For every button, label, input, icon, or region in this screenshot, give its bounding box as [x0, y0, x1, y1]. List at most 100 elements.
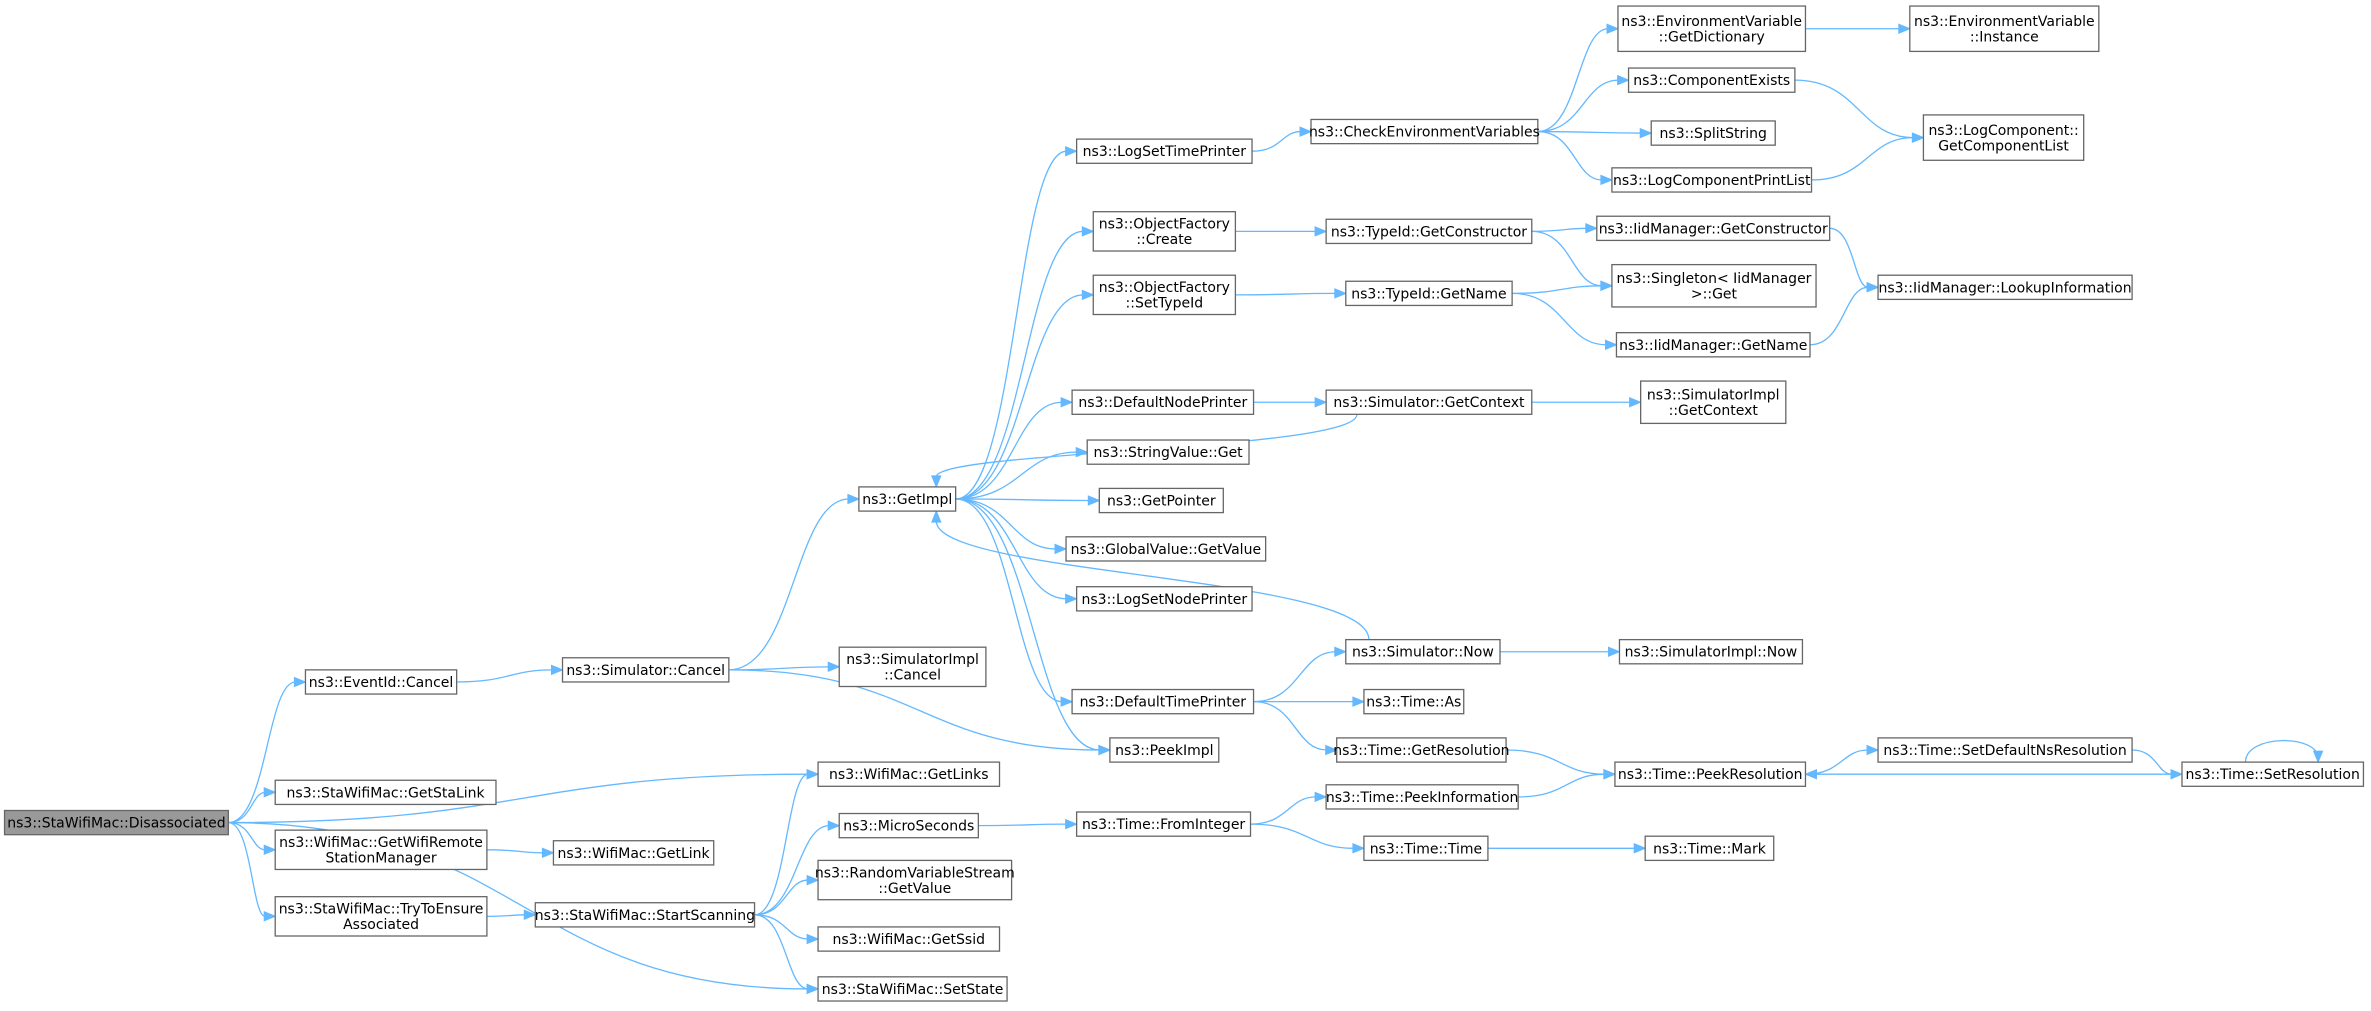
graph-node[interactable]: ns3::ObjectFactory::Create: [1092, 211, 1237, 252]
graph-node[interactable]: ns3::Time::SetResolution: [2181, 761, 2365, 787]
graph-edge-arrow: [1608, 646, 1621, 657]
graph-edge-arrow: [1065, 145, 1078, 157]
graph-edge-arrow: [806, 768, 820, 780]
graph-node[interactable]: ns3::SimulatorImpl::GetContext: [1639, 380, 1787, 425]
graph-edge-arrow: [1617, 74, 1630, 86]
graph-edge-arrow: [1600, 174, 1614, 186]
graph-node-box: [838, 646, 987, 688]
graph-edge: [754, 874, 820, 916]
graph-node[interactable]: ns3::WifiMac::GetSsid: [817, 926, 1001, 952]
graph-node-label: ns3::StaWifiMac::SetState: [822, 982, 1004, 998]
graph-edge-line: [228, 791, 266, 824]
graph-node[interactable]: ns3::LogComponentPrintList: [1611, 167, 1813, 193]
graph-edge-arrow: [931, 475, 942, 489]
graph-edge: [1537, 23, 1620, 133]
graph-edge-line: [955, 451, 1078, 500]
graph-edge-line: [728, 669, 1100, 751]
graph-node[interactable]: ns3::LogSetTimePrinter: [1075, 138, 1253, 164]
graph-node[interactable]: ns3::StaWifiMac::StartScanning: [534, 902, 756, 928]
graph-node[interactable]: ns3::Time::GetResolution: [1333, 737, 1510, 763]
graph-node[interactable]: ns3::GlobalValue::GetValue: [1065, 536, 1267, 562]
graph-node-label: ns3::Simulator::Now: [1352, 645, 1494, 661]
graph-node[interactable]: ns3::DefaultNodePrinter: [1071, 389, 1255, 415]
graph-node[interactable]: ns3::SimulatorImpl::Now: [1618, 638, 1804, 665]
graph-node[interactable]: ns3::IidManager::GetName: [1615, 332, 1811, 358]
graph-node[interactable]: ns3::Simulator::GetContext: [1325, 389, 1533, 415]
graph-node[interactable]: ns3::Time::FromInteger: [1075, 811, 1252, 837]
graph-edge-line: [1537, 130, 1642, 134]
graph-node[interactable]: ns3::MicroSeconds: [838, 812, 979, 839]
graph-edge-arrow: [263, 911, 277, 922]
graph-node[interactable]: ns3::IidManager::LookupInformation: [1877, 274, 2133, 301]
graph-node[interactable]: ns3::LogComponent::GetComponentList: [1922, 114, 2085, 161]
graph-node-box: [1611, 167, 1813, 193]
graph-node[interactable]: ns3::Time::PeekResolution: [1614, 761, 1807, 787]
graph-edge-line: [1829, 227, 1869, 288]
graph-node[interactable]: ns3::ComponentExists: [1627, 67, 1796, 93]
graph-edge-arrow: [1087, 495, 1101, 506]
graph-node-label: ns3::LogSetNodePrinter: [1082, 592, 1248, 608]
graph-node[interactable]: ns3::StaWifiMac::Disassociated: [3, 809, 229, 836]
graph-node[interactable]: ns3::Singleton< IidManager >::Get: [1611, 263, 1817, 308]
graph-edge-arrow: [806, 874, 820, 886]
graph-node-box: [1627, 67, 1796, 93]
graph-node[interactable]: ns3::Time::As: [1363, 688, 1465, 715]
graph-node[interactable]: ns3::WifiMac::GetWifiRemoteStationManage…: [274, 829, 488, 871]
graph-node[interactable]: ns3::GetPointer: [1098, 487, 1224, 514]
graph-node-box: [1639, 380, 1787, 425]
graph-node[interactable]: ns3::SplitString: [1650, 120, 1776, 146]
graph-node-label: ns3::ObjectFactory: [1099, 280, 1230, 296]
graph-node-box: [1345, 638, 1501, 665]
graph-node[interactable]: ns3::Time::SetDefaultNsResolution: [1877, 737, 2133, 763]
graph-node-box: [274, 896, 488, 937]
graph-node-box: [1336, 737, 1507, 763]
graph-node-box: [817, 859, 1013, 901]
graph-node[interactable]: ns3::Time::Mark: [1644, 835, 1775, 862]
graph-node[interactable]: ns3::Time::PeekInformation: [1325, 784, 1519, 810]
graph-node[interactable]: ns3::TypeId::GetName: [1345, 280, 1513, 307]
graph-edge-arrow: [1639, 127, 1653, 139]
graph-node[interactable]: ns3::IidManager::GetConstructor: [1596, 215, 1831, 242]
graph-node-box: [1075, 811, 1252, 837]
graph-edge-line: [1512, 285, 1602, 295]
graph-node[interactable]: ns3::TypeId::GetConstructor: [1325, 218, 1533, 245]
graph-node[interactable]: ns3::EnvironmentVariable::Instance: [1909, 5, 2100, 53]
graph-node[interactable]: ns3::Simulator::Now: [1345, 638, 1501, 665]
graph-node[interactable]: ns3::GetImpl: [858, 486, 957, 512]
graph-node[interactable]: ns3::Time::Time: [1363, 835, 1489, 862]
graph-node[interactable]: ns3::StaWifiMac::SetState: [817, 976, 1008, 1002]
graph-node[interactable]: ns3::WifiMac::GetLinks: [817, 761, 1001, 787]
graph-node[interactable]: ns3::DefaultTimePrinter: [1071, 688, 1255, 715]
graph-node[interactable]: ns3::SimulatorImpl::Cancel: [838, 646, 987, 688]
graph-edge-line: [1253, 700, 1327, 751]
graph-edge-line: [754, 773, 809, 916]
graph-node-label: ns3::StaWifiMac::Disassociated: [7, 816, 225, 832]
graph-node[interactable]: ns3::EventId::Cancel: [304, 669, 458, 695]
graph-edge-arrow: [1314, 791, 1328, 803]
graph-node[interactable]: ns3::Simulator::Cancel: [561, 657, 730, 683]
graph-node-box: [274, 779, 497, 806]
graph-node[interactable]: ns3::RandomVariableStream::GetValue: [815, 859, 1015, 901]
graph-node-box: [1596, 215, 1831, 242]
graph-edge-arrow: [1098, 744, 1112, 756]
graph-edge-line: [754, 914, 809, 940]
graph-node[interactable]: ns3::WifiMac::GetLink: [552, 840, 715, 866]
graph-node[interactable]: ns3::LogSetNodePrinter: [1075, 586, 1253, 612]
graph-node[interactable]: ns3::ObjectFactory::SetTypeId: [1092, 274, 1237, 316]
graph-node-box: [1092, 211, 1237, 252]
graph-edge-arrow: [827, 820, 841, 831]
graph-node[interactable]: ns3::PeekImpl: [1109, 737, 1220, 763]
graph-node-label: ns3::Time::SetDefaultNsResolution: [1883, 743, 2126, 759]
graph-node[interactable]: ns3::StringValue::Get: [1086, 439, 1250, 465]
graph-edge-line: [955, 230, 1084, 500]
graph-edge: [1250, 823, 1366, 854]
graph-node[interactable]: ns3::EnvironmentVariable::GetDictionary: [1617, 5, 1807, 53]
graph-node-box: [1363, 835, 1489, 862]
graph-node-box: [817, 926, 1001, 952]
graph-node-box: [1325, 389, 1533, 415]
graph-node[interactable]: ns3::StaWifiMac::GetStaLink: [274, 779, 497, 806]
graph-edge-line: [1235, 292, 1336, 296]
graph-node[interactable]: ns3::CheckEnvironmentVariables: [1309, 118, 1540, 145]
graph-node-box: [274, 829, 488, 871]
